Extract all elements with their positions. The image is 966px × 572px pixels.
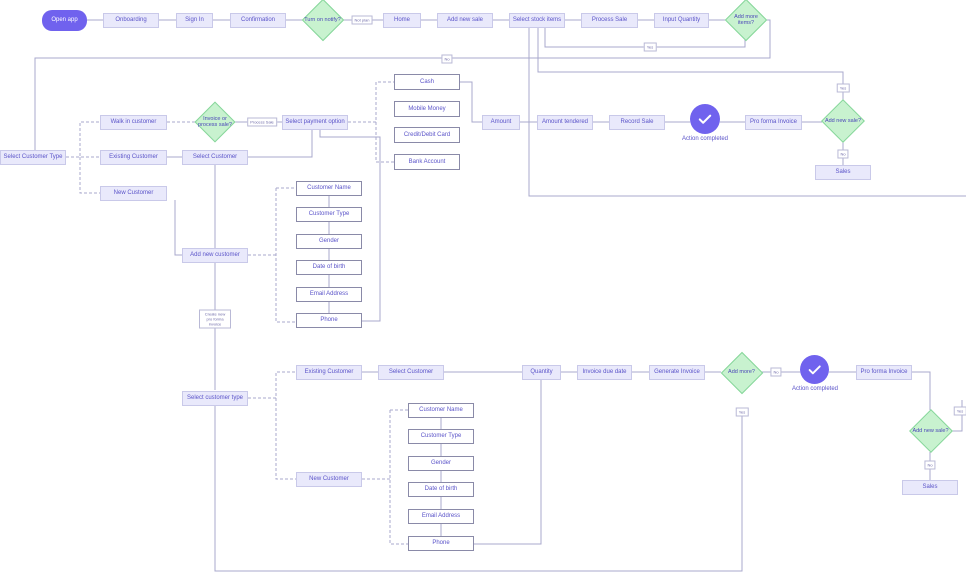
select-customer-node[interactable]: Select Customer (182, 150, 248, 165)
add-new-sale-decision[interactable]: Add new sale? (908, 409, 953, 453)
sales-node[interactable]: Sales (902, 480, 958, 495)
edge-label: No (770, 367, 782, 377)
sign-in-node[interactable]: Sign In (176, 13, 213, 28)
confirmation-node[interactable]: Confirmation (230, 13, 286, 28)
connector-line (79, 157, 100, 194)
add-more-decision[interactable]: Add more? (720, 351, 763, 394)
edge-label: Not plan (351, 15, 373, 25)
select-customer-node[interactable]: Select Customer (378, 365, 444, 380)
gender-field[interactable]: Gender (296, 234, 362, 249)
phone-field[interactable]: Phone (408, 536, 474, 551)
invoice-or-process-sale-decision[interactable]: Invoice or process sale? (194, 101, 236, 143)
connector-line (950, 400, 963, 432)
phone-field[interactable]: Phone (296, 313, 362, 328)
connector-line (460, 81, 482, 123)
checkmark-icon (800, 355, 829, 384)
add-more-items-decision[interactable]: Add more items? (724, 0, 768, 42)
customer-name-field[interactable]: Customer Name (296, 181, 362, 196)
connector-line (34, 19, 771, 150)
onboarding-node[interactable]: Onboarding (103, 13, 159, 28)
mobile-money-option[interactable]: Mobile Money (394, 101, 460, 117)
input-quantity-node[interactable]: Input Quantity (654, 13, 709, 28)
amount-node[interactable]: Amount (482, 115, 520, 130)
edge-label: Process Sale (247, 117, 277, 127)
connector-line (248, 130, 313, 158)
edge-label: Create new pro forma invoice (199, 309, 231, 329)
edge-label: No (441, 54, 453, 64)
add-new-customer-node[interactable]: Add new customer (182, 248, 248, 263)
bank-account-option[interactable]: Bank Account (394, 154, 460, 170)
process-sale-node[interactable]: Process Sale (581, 13, 638, 28)
date-of-birth-field[interactable]: Date of birth (296, 260, 362, 275)
generate-invoice-node[interactable]: Generate Invoice (649, 365, 705, 380)
select-customer-type-node[interactable]: Select Customer Type (0, 150, 66, 165)
customer-type-field[interactable]: Customer Type (296, 207, 362, 222)
walk-in-customer-node[interactable]: Walk in customer (100, 115, 167, 130)
invoice-due-date-node[interactable]: Invoice due date (577, 365, 632, 380)
connector-line (275, 188, 296, 323)
connector-line (389, 410, 408, 545)
existing-customer-node[interactable]: Existing Customer (296, 365, 362, 380)
connector-line (375, 122, 394, 163)
edge-label: Yes (953, 406, 966, 416)
checkmark-icon (690, 104, 720, 134)
pro-forma-invoice-node[interactable]: Pro forma Invoice (856, 365, 912, 380)
connector-line (319, 130, 381, 322)
connector-line (537, 28, 844, 100)
edge-label: No (837, 149, 849, 159)
connector-line (912, 371, 931, 410)
cash-option[interactable]: Cash (394, 74, 460, 90)
email-address-field[interactable]: Email Address (296, 287, 362, 302)
quantity-node[interactable]: Quantity (522, 365, 561, 380)
turn-on-notify-decision[interactable]: Turn on notify? (301, 0, 344, 42)
select-customer-type-node[interactable]: Select customer type (182, 391, 248, 406)
connector-line (66, 121, 100, 158)
connector-line (275, 398, 296, 480)
add-new-sale-node[interactable]: Add new sale (437, 13, 493, 28)
email-address-field[interactable]: Email Address (408, 509, 474, 524)
connector-line (248, 371, 296, 399)
new-customer-node[interactable]: New Customer (296, 472, 362, 487)
select-payment-option-node[interactable]: Select payment option (282, 115, 348, 130)
pro-forma-invoice-node[interactable]: Pro forma Invoice (745, 115, 802, 130)
credit-debit-card-option[interactable]: Credit/Debit Card (394, 127, 460, 143)
action-completed-label: Action completed (681, 136, 729, 142)
customer-type-field[interactable]: Customer Type (408, 429, 474, 444)
home-node[interactable]: Home (383, 13, 421, 28)
gender-field[interactable]: Gender (408, 456, 474, 471)
action-completed-label: Action completed (791, 386, 839, 392)
edge-label: Yes (643, 42, 657, 52)
edge-label: No (924, 460, 936, 470)
edge-label: Yes (836, 83, 850, 93)
existing-customer-node[interactable]: Existing Customer (100, 150, 167, 165)
add-new-sale-decision[interactable]: Add new sale? (821, 99, 865, 143)
customer-name-field[interactable]: Customer Name (408, 403, 474, 418)
connector-line (474, 380, 542, 545)
sales-node[interactable]: Sales (815, 165, 871, 180)
new-customer-node[interactable]: New Customer (100, 186, 167, 201)
amount-tendered-node[interactable]: Amount tendered (537, 115, 593, 130)
connector-line (528, 28, 966, 197)
connector-line (214, 406, 743, 572)
connector-line (348, 81, 394, 123)
date-of-birth-field[interactable]: Date of birth (408, 482, 474, 497)
edge-label: Yes (735, 407, 749, 417)
record-sale-node[interactable]: Record Sale (609, 115, 665, 130)
open-app-node[interactable]: Open app (42, 10, 87, 31)
connector-line (174, 200, 182, 256)
select-stock-items-node[interactable]: Select stock items (509, 13, 565, 28)
